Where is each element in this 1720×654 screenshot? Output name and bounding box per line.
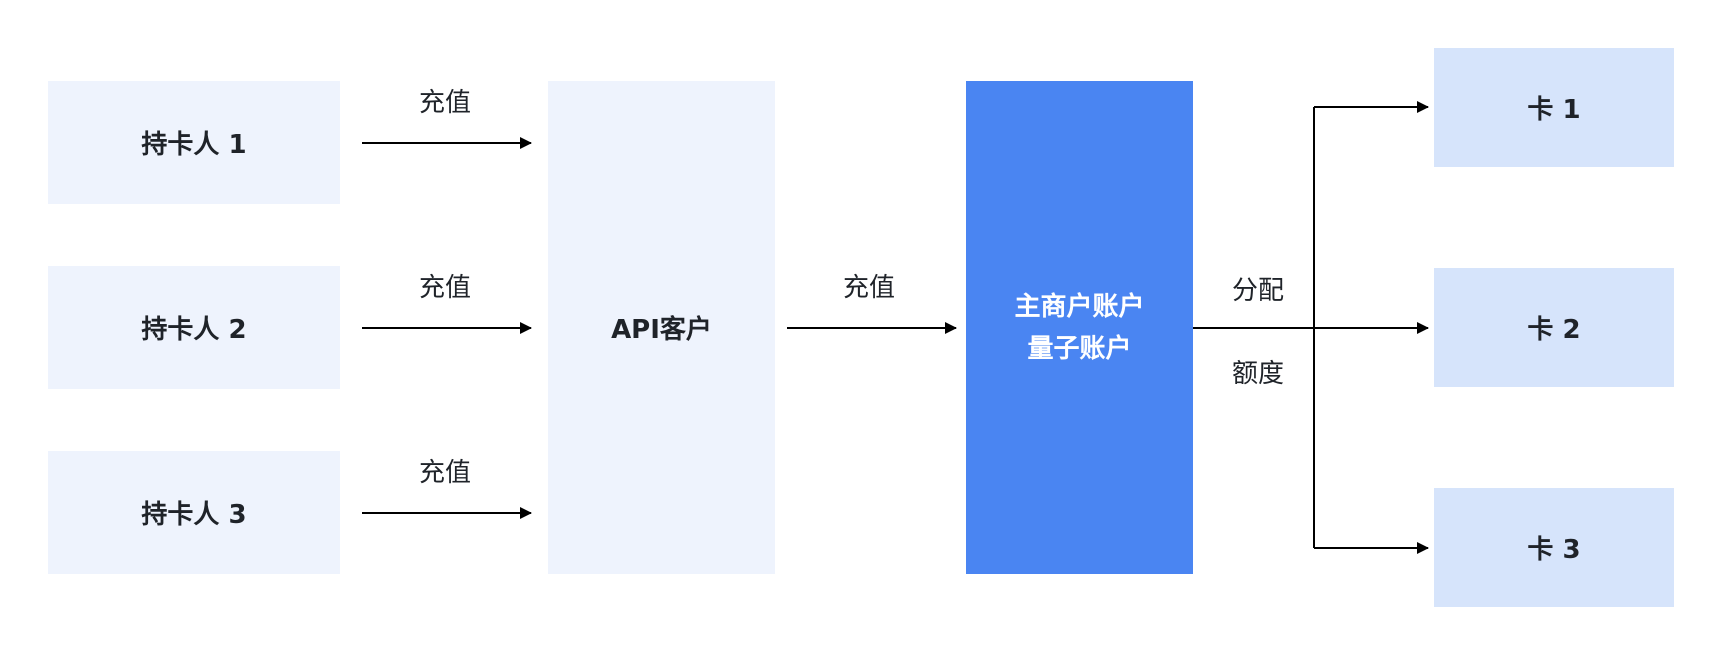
allocate-label-top: 分配 xyxy=(1231,276,1284,306)
recharge-label-2: 充值 xyxy=(418,273,471,303)
recharge-label-3: 充值 xyxy=(418,458,471,488)
main-account-line1: 主商户账户 xyxy=(1014,291,1145,322)
main-account-box: 主商户账户 量子账户 xyxy=(966,81,1193,574)
cardholder-1-box: 持卡人 1 xyxy=(48,81,340,204)
card-2-box: 卡 2 xyxy=(1434,268,1674,387)
card-2-label: 卡 2 xyxy=(1527,315,1581,345)
recharge-label-1: 充值 xyxy=(418,88,471,118)
allocate-label-bottom: 额度 xyxy=(1231,359,1284,389)
api-customer-box: API客户 xyxy=(548,81,775,574)
card-1-label: 卡 1 xyxy=(1527,95,1581,125)
cardholder-2-label: 持卡人 2 xyxy=(141,315,247,345)
card-3-label: 卡 3 xyxy=(1527,535,1581,565)
api-customer-label: API客户 xyxy=(611,315,712,345)
cardholder-3-box: 持卡人 3 xyxy=(48,451,340,574)
card-1-box: 卡 1 xyxy=(1434,48,1674,167)
cardholder-3-label: 持卡人 3 xyxy=(141,500,247,530)
cardholder-2-box: 持卡人 2 xyxy=(48,266,340,389)
cardholder-1-label: 持卡人 1 xyxy=(141,130,247,160)
recharge-label-main: 充值 xyxy=(842,273,895,303)
main-account-line2: 量子账户 xyxy=(1027,333,1132,364)
card-3-box: 卡 3 xyxy=(1434,488,1674,607)
